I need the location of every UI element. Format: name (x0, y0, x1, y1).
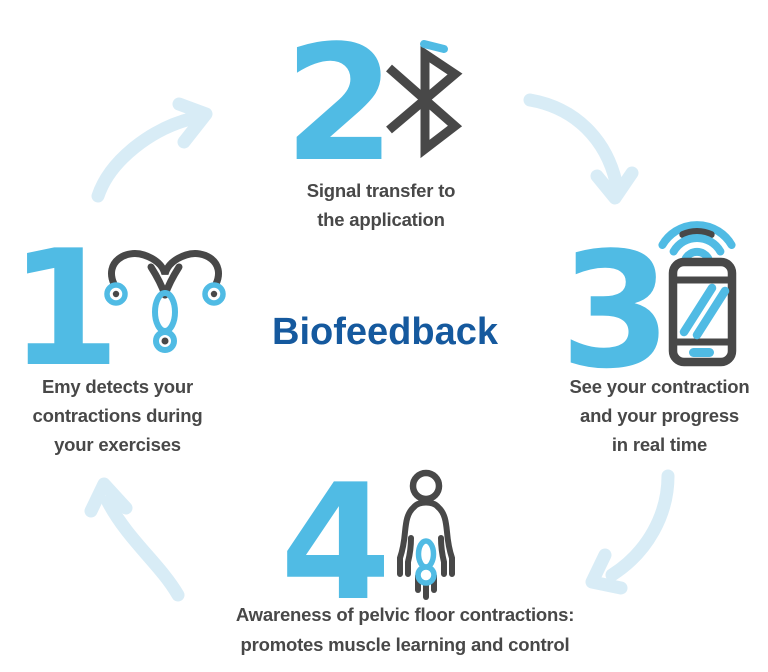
person-shoulders (411, 499, 441, 510)
step-4-number: 4 (280, 449, 392, 636)
signal-wave-inner (681, 247, 713, 263)
phone-home-button (689, 348, 714, 357)
step-1-caption: Emy detects your contractions during you… (32, 376, 203, 455)
bluetooth-signal-dash (420, 40, 448, 53)
uterus-emy-device-icon (104, 250, 226, 353)
signal-wave-outer (658, 221, 736, 249)
arrow-shaft (91, 111, 201, 203)
left-ovary (104, 282, 128, 306)
arrow-head (585, 548, 628, 595)
person-left-side (397, 504, 417, 577)
arrow-head (84, 477, 133, 518)
person-right-side (435, 504, 455, 577)
bluetooth-icon (386, 40, 463, 159)
person-head (409, 469, 443, 503)
emy-probe-base (153, 329, 177, 353)
arrow-step-2-to-3 (523, 93, 639, 205)
screen-stripe-2 (692, 286, 730, 340)
right-ovary-dot (210, 290, 218, 298)
pelvic-device-body (415, 538, 437, 570)
phone-body (668, 257, 737, 367)
emy-probe-body (152, 290, 178, 334)
pelvic-device-base (415, 564, 437, 586)
step-2-number: 2 (284, 10, 396, 197)
arrow-head (172, 97, 213, 149)
right-ovary (202, 282, 226, 306)
step-2-caption: Signal transfer to the application (306, 180, 456, 230)
smartphone-signal-icon (658, 221, 737, 367)
diagram-title: Biofeedback (272, 311, 498, 353)
arrow-shaft (101, 495, 185, 602)
step-3-caption: See your contraction and your progress i… (569, 376, 750, 455)
arrow-head (590, 166, 639, 205)
person-left-arm-inner (405, 535, 414, 577)
step-4-caption: Awareness of pelvic floor contractions: … (235, 604, 575, 655)
arrow-shaft (605, 469, 675, 582)
fallopian-tubes (108, 250, 222, 288)
step-3-number: 3 (560, 217, 672, 404)
screen-stripe-1 (679, 283, 717, 337)
bluetooth-rune (386, 45, 463, 159)
pelvic-floor-person-icon (397, 469, 455, 600)
arrow-step-4-to-1 (84, 477, 185, 602)
arrow-step-1-to-2 (91, 97, 213, 203)
arrow-step-3-to-4 (585, 469, 675, 595)
person-right-arm-inner (438, 535, 447, 577)
step-1-number: 1 (9, 215, 121, 402)
signal-waves (658, 221, 736, 263)
left-ovary-dot (112, 290, 120, 298)
arrow-shaft (523, 93, 623, 189)
signal-wave-dark (679, 228, 715, 239)
signal-wave-middle (669, 233, 725, 256)
emy-probe-base-dot (161, 337, 169, 345)
